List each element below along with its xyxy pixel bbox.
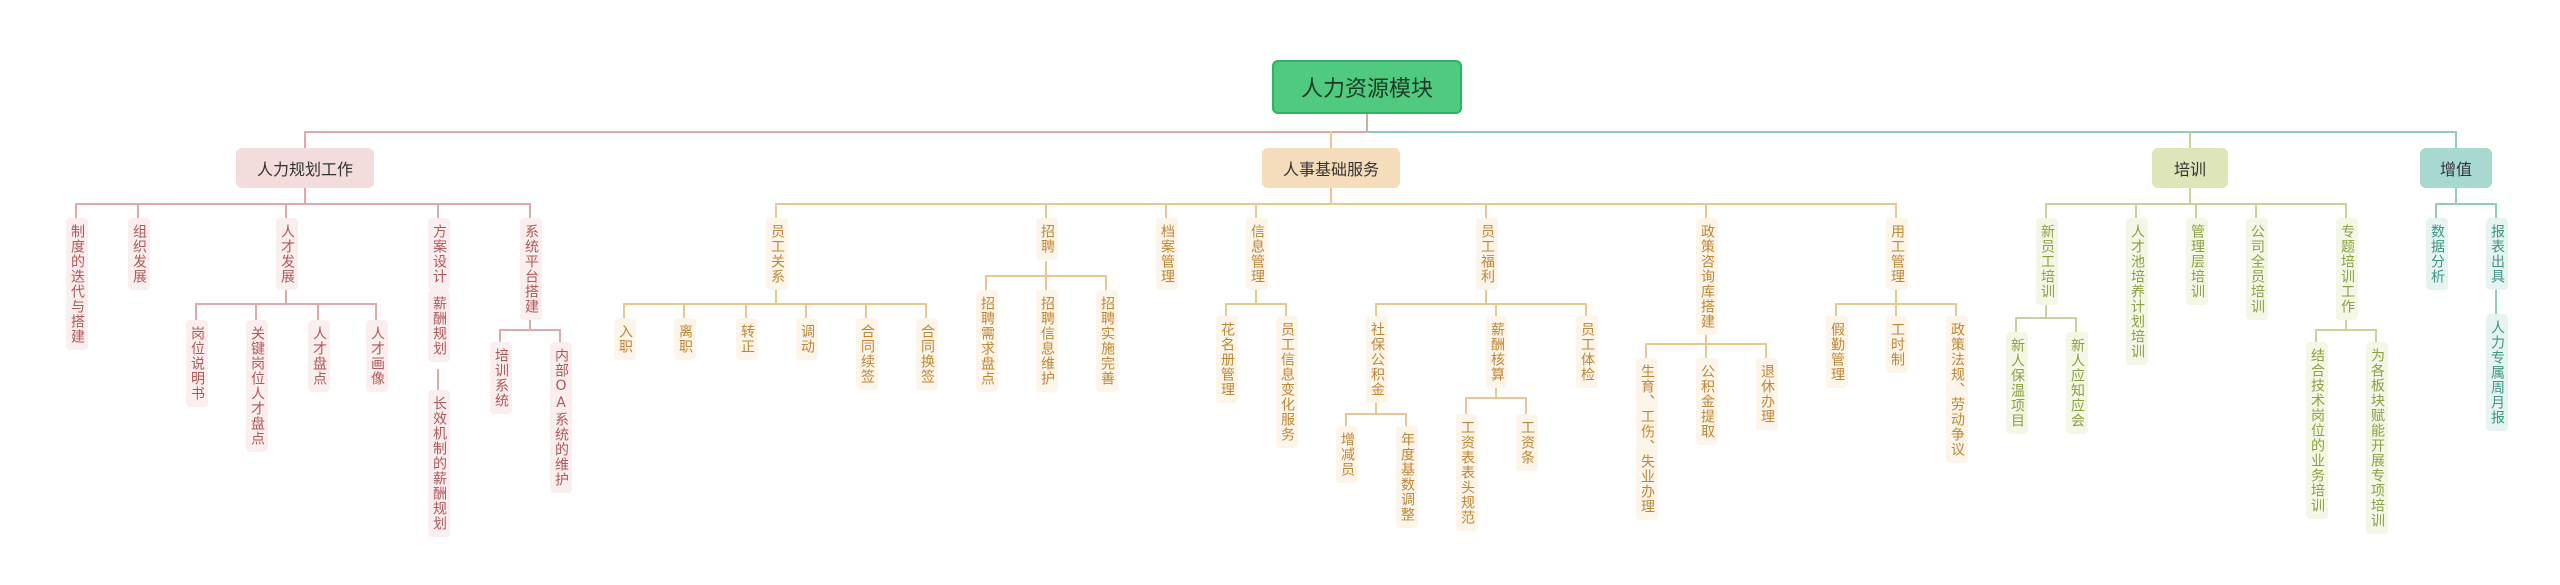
leaf-training-system: 培训系统 (490, 342, 512, 414)
leaf-employee-relations: 员工关系 (766, 218, 788, 290)
branch-value-add: 增值 (2420, 148, 2492, 188)
branch-planning: 人力规划工作 (236, 148, 374, 188)
leaf-roster-management: 花名册管理 (1216, 316, 1238, 403)
leaf-system-building: 制度的迭代与搭建 (66, 218, 88, 350)
leaf-transfer: 调动 (796, 318, 818, 360)
leaf-job-description: 岗位说明书 (186, 320, 208, 407)
leaf-retirement: 退休办理 (1756, 358, 1778, 430)
leaf-attendance: 假勤管理 (1826, 316, 1848, 388)
leaf-recruitment: 招聘 (1036, 218, 1058, 260)
leaf-all-staff-training: 公司全员培训 (2246, 218, 2268, 320)
leaf-org-development: 组织发展 (128, 218, 150, 290)
leaf-weekly-monthly-report: 人力专属周月报 (2486, 314, 2508, 431)
leaf-regularization: 转正 (736, 318, 758, 360)
leaf-salary-plan: 薪酬规划 (428, 290, 450, 362)
leaf-recruit-implementation: 招聘实施完善 (1096, 290, 1118, 392)
branch-hr-service: 人事基础服务 (1262, 148, 1400, 188)
leaf-management-training: 管理层培训 (2186, 218, 2208, 305)
leaf-special-training: 专题培训工作 (2336, 218, 2358, 320)
leaf-talent-review: 人才盘点 (308, 320, 330, 392)
leaf-info-maintenance: 招聘信息维护 (1036, 290, 1058, 392)
leaf-labor-disputes: 政策法规、劳动争议 (1946, 316, 1968, 463)
leaf-newcomer-program: 新人保温项目 (2006, 332, 2028, 434)
leaf-platform-building: 系统平台搭建 (520, 218, 542, 320)
leaf-onboarding: 入职 (614, 318, 636, 360)
leaf-headcount-change: 增减员 (1336, 426, 1358, 483)
leaf-insurance-handling: 生育、工伤、失业办理 (1636, 358, 1658, 520)
leaf-data-analysis: 数据分析 (2426, 218, 2448, 290)
leaf-talent-pool-training: 人才池培养计划培训 (2126, 218, 2148, 365)
leaf-technical-business-training: 结合技术岗位的业务培训 (2306, 342, 2328, 519)
leaf-health-check: 员工体检 (1576, 316, 1598, 388)
leaf-talent-development: 人才发展 (276, 218, 298, 290)
leaf-fund-withdrawal: 公积金提取 (1696, 358, 1718, 445)
leaf-report-output: 报表出具 (2486, 218, 2508, 290)
leaf-payroll-header: 工资表表头规范 (1456, 414, 1478, 531)
leaf-contract-renewal: 合同续签 (856, 318, 878, 390)
leaf-policy-library: 政策咨询库搭建 (1696, 218, 1718, 335)
branch-training: 培训 (2152, 148, 2228, 188)
leaf-social-security: 社保公积金 (1366, 316, 1388, 403)
leaf-resignation: 离职 (674, 318, 696, 360)
leaf-empowerment-training: 为各板块赋能开展专项培训 (2366, 342, 2388, 534)
leaf-new-employee-training: 新员工培训 (2036, 218, 2058, 305)
leaf-annual-base-adjust: 年度基数调整 (1396, 426, 1418, 528)
leaf-working-hours: 工时制 (1886, 316, 1908, 373)
leaf-employment-management: 用工管理 (1886, 218, 1908, 290)
leaf-payslip: 工资条 (1516, 414, 1538, 471)
leaf-talent-portrait: 人才画像 (366, 320, 388, 392)
leaf-oa-maintenance: 内部OA系统的维护 (550, 342, 572, 493)
leaf-long-term-salary-plan: 长效机制的薪酬规划 (428, 390, 450, 537)
leaf-payroll-calculation: 薪酬核算 (1486, 316, 1508, 388)
leaf-demand-review: 招聘需求盘点 (976, 290, 998, 392)
leaf-contract-replacement: 合同换签 (916, 318, 938, 390)
leaf-employee-info-change: 员工信息变化服务 (1276, 316, 1298, 448)
leaf-scheme-design: 方案设计 (428, 218, 450, 290)
leaf-employee-welfare: 员工福利 (1476, 218, 1498, 290)
leaf-info-management: 信息管理 (1246, 218, 1268, 290)
root-node: 人力资源模块 (1272, 60, 1462, 114)
leaf-newcomer-knowledge: 新人应知应会 (2066, 332, 2088, 434)
leaf-key-post-review: 关键岗位人才盘点 (246, 320, 268, 452)
leaf-archive-management: 档案管理 (1156, 218, 1178, 290)
